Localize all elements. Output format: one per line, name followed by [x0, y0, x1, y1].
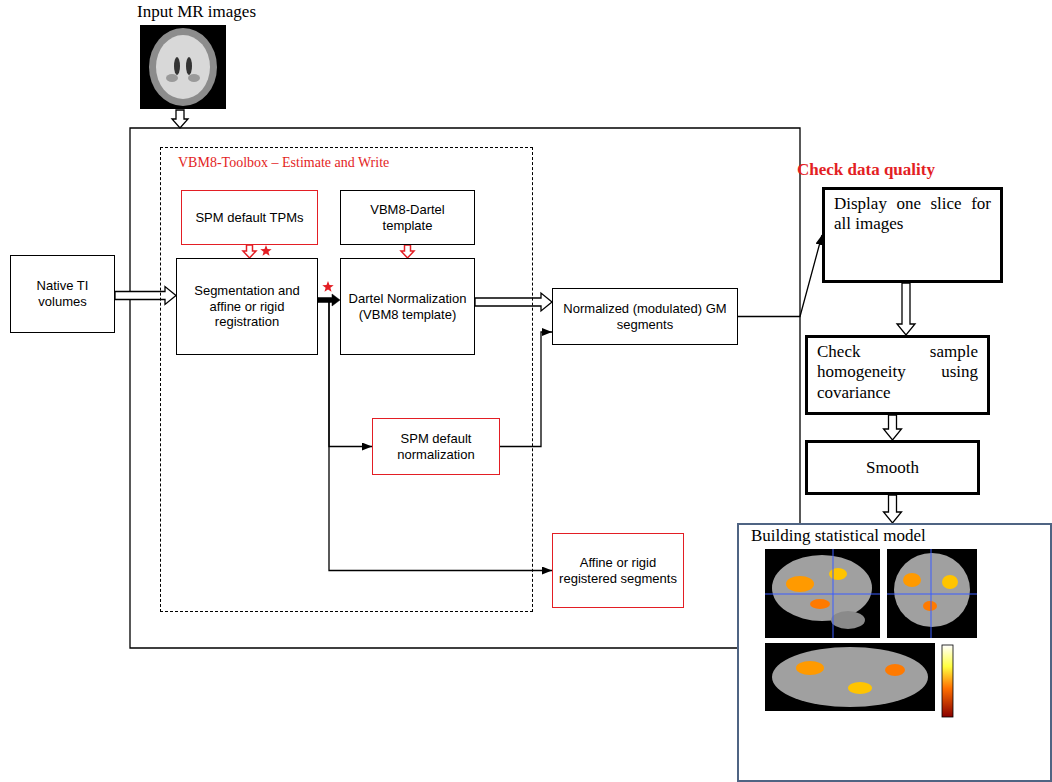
output-box: Affine or rigid registered segments — [552, 533, 684, 608]
mr-image-frame — [140, 25, 226, 109]
block-arrow — [401, 245, 414, 258]
node-text: Segmentation and affine or rigid registr… — [181, 283, 313, 330]
block-arrow — [475, 293, 552, 311]
brain-white-matter — [156, 35, 210, 99]
brain-ventricle — [174, 57, 180, 75]
label-holder: Check data quality — [797, 160, 935, 180]
node-text: SPM default normalization — [377, 431, 495, 462]
section-heading: Check data quality — [797, 160, 935, 180]
process-box: Native TI volumes — [10, 255, 115, 333]
star-mark — [322, 281, 333, 292]
block-arrow — [897, 283, 915, 335]
activation-blob — [829, 568, 847, 580]
brain-coronal — [894, 553, 970, 627]
result-panel: Building statistical model — [737, 523, 1052, 782]
block-arrow — [884, 495, 902, 523]
node-text: VBM8-Toolbox – Estimate and Write — [178, 155, 532, 171]
node-text: VBM8-Dartel template — [345, 202, 470, 233]
activation-blob — [903, 573, 921, 587]
node-text: Smooth — [866, 458, 919, 478]
node-text: Normalized (modulated) GM segments — [557, 301, 733, 332]
block-arrow — [243, 245, 256, 258]
sagittal-slice — [765, 549, 880, 638]
toolbox-group: VBM8-Toolbox – Estimate and WriteSPM def… — [160, 147, 533, 612]
brain-axial — [772, 647, 928, 707]
node-text: Display one slice for all images — [834, 194, 991, 235]
block-arrow — [884, 415, 902, 440]
brain-nucleus — [188, 74, 200, 82]
brain-nucleus — [166, 74, 178, 82]
activation-blob — [942, 575, 958, 589]
star-mark — [260, 245, 271, 256]
input-box: SPM default TPMs — [181, 190, 318, 245]
step-box: Check sample homogeneity using covarianc… — [805, 335, 990, 415]
node-text: Check sample homogeneity using covarianc… — [817, 342, 978, 403]
activation-blob — [923, 601, 937, 611]
activation-blob — [810, 599, 830, 609]
image-caption: Input MR images — [137, 2, 256, 22]
node-text: Building statistical model — [751, 526, 1038, 546]
activation-blob — [786, 576, 814, 592]
process-box: Segmentation and affine or rigid registr… — [176, 258, 318, 355]
brain-ventricle — [186, 57, 192, 75]
activation-blob — [848, 682, 872, 694]
coronal-slice — [887, 549, 977, 638]
crosshair — [887, 594, 977, 595]
connector-line — [738, 235, 822, 317]
node-text: Dartel Normalization (VBM8 template) — [345, 291, 470, 322]
axial-slice — [765, 643, 935, 711]
node-text: Affine or rigid registered segments — [557, 555, 679, 586]
brain-sagittal — [772, 555, 872, 621]
step-box: Display one slice for all images — [822, 187, 1003, 283]
brain-cortex — [149, 28, 217, 106]
brain-cerebellum — [831, 611, 865, 629]
block-arrow — [115, 287, 176, 305]
process-box: SPM default normalization — [372, 418, 500, 475]
node-text: Native TI volumes — [15, 278, 110, 309]
color-bar — [942, 645, 953, 717]
input-arrow — [172, 110, 188, 128]
crosshair — [765, 594, 880, 595]
connector-line — [500, 332, 552, 447]
activation-blob — [796, 661, 824, 675]
outer-frame — [130, 128, 800, 648]
input-box: VBM8-Dartel template — [340, 190, 475, 245]
label-holder: Input MR images — [137, 2, 256, 22]
node-text: SPM default TPMs — [195, 210, 303, 226]
step-box: Smooth — [805, 440, 980, 495]
process-box: Dartel Normalization (VBM8 template) — [340, 258, 475, 355]
output-box: Normalized (modulated) GM segments — [552, 288, 738, 345]
activation-blob — [885, 664, 905, 676]
